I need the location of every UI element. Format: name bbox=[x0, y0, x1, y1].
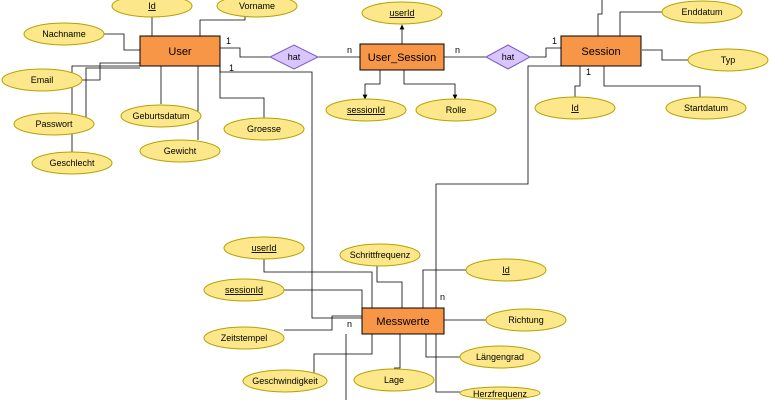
attr-user-email-label: Email bbox=[31, 75, 54, 85]
entity-user-session-label: User_Session bbox=[368, 52, 436, 64]
attr-mw-richtung-label: Richtung bbox=[508, 315, 544, 325]
edge-user-groesse bbox=[219, 66, 265, 118]
attr-session-enddatum[interactable]: Enddatum bbox=[661, 0, 743, 24]
cardinality-us-hat-left: n bbox=[347, 45, 352, 55]
cardinality-session-hat: 1 bbox=[552, 36, 557, 46]
entity-session-label: Session bbox=[581, 46, 620, 58]
cardinality-user-hat: 1 bbox=[226, 36, 231, 46]
attr-mw-userid-label: userId bbox=[251, 243, 276, 253]
edge-mw-userid bbox=[263, 258, 373, 308]
attr-us-rolle-label: Rolle bbox=[446, 105, 467, 115]
attr-mw-id-label: Id bbox=[502, 265, 510, 275]
attr-mw-sessionid[interactable]: sessionId bbox=[203, 278, 285, 302]
edge-session-messwerte bbox=[435, 65, 563, 308]
attr-user-id-label: Id bbox=[148, 1, 156, 11]
attr-user-nachname[interactable]: Nachname bbox=[23, 22, 105, 46]
attr-user-gewicht-label: Gewicht bbox=[164, 146, 197, 156]
attr-session-startdatum-label: Startdatum bbox=[684, 103, 728, 113]
attr-user-vorname[interactable]: Vorname bbox=[216, 0, 298, 18]
edge-us-rolle bbox=[403, 70, 458, 100]
relationship-hat-left[interactable]: hat bbox=[268, 44, 320, 70]
attr-user-geburtsdatum-label: Geburtsdatum bbox=[132, 111, 189, 121]
attr-mw-richtung[interactable]: Richtung bbox=[485, 308, 567, 332]
cardinality-us-hat-right: n bbox=[455, 45, 460, 55]
cardinality-labels: 1 n n 1 1 1 n n bbox=[226, 36, 591, 329]
attr-mw-lage-label: Lage bbox=[384, 375, 404, 385]
edge-user-email bbox=[80, 62, 140, 81]
attr-user-passwort-label: Passwort bbox=[35, 119, 73, 129]
edge-session-startdatum bbox=[603, 66, 701, 98]
entity-messwerte[interactable]: Messwerte bbox=[361, 307, 445, 335]
attr-us-sessionid-label: sessionId bbox=[347, 105, 385, 115]
entity-messwerte-label: Messwerte bbox=[376, 316, 429, 328]
attr-user-groesse-label: Groesse bbox=[247, 124, 281, 134]
attr-user-geschlecht-label: Geschlecht bbox=[49, 158, 95, 168]
edge-mw-herzfrequenz bbox=[435, 334, 460, 393]
attr-user-gewicht[interactable]: Gewicht bbox=[139, 139, 221, 163]
attr-user-vorname-label: Vorname bbox=[239, 1, 275, 11]
attr-us-userid[interactable]: userId bbox=[361, 1, 443, 25]
attr-user-passwort[interactable]: Passwort bbox=[13, 112, 95, 136]
cardinality-messwerte-session: n bbox=[440, 292, 445, 302]
edge-user-messwerte bbox=[219, 66, 362, 319]
attr-mw-zeitstempel[interactable]: Zeitstempel bbox=[203, 326, 285, 350]
edge-user-hat bbox=[220, 47, 270, 58]
cardinality-user-messwerte: 1 bbox=[229, 63, 234, 73]
entity-user[interactable]: User bbox=[139, 35, 221, 67]
attr-mw-herzfrequenz[interactable]: Herzfrequenz bbox=[459, 386, 541, 400]
attr-session-enddatum-label: Enddatum bbox=[681, 7, 722, 17]
attr-user-geburtsdatum[interactable]: Geburtsdatum bbox=[120, 104, 202, 128]
relationship-hat-right[interactable]: hat bbox=[484, 44, 532, 70]
attr-mw-laengengrad[interactable]: Längengrad bbox=[459, 345, 541, 369]
attr-user-email[interactable]: Email bbox=[1, 68, 83, 92]
edge-mw-schrittfrequenz bbox=[376, 265, 403, 308]
attr-us-sessionid[interactable]: sessionId bbox=[325, 98, 407, 122]
attr-us-rolle[interactable]: Rolle bbox=[415, 98, 497, 122]
cardinality-session-messwerte: 1 bbox=[586, 67, 591, 77]
attr-session-id[interactable]: Id bbox=[534, 96, 616, 120]
edge-user-vorname bbox=[199, 14, 246, 36]
attr-session-typ[interactable]: Typ bbox=[687, 48, 769, 72]
attr-session-startdatum[interactable]: Startdatum bbox=[665, 96, 747, 120]
edge-mw-laengengrad bbox=[425, 334, 461, 358]
entity-session[interactable]: Session bbox=[560, 35, 642, 67]
edge-mw-lage bbox=[394, 334, 401, 369]
attr-user-geschlecht[interactable]: Geschlecht bbox=[31, 151, 113, 175]
attr-mw-herzfrequenz-label: Herzfrequenz bbox=[473, 389, 528, 399]
attr-mw-geschwindigkeit-label: Geschwindigkeit bbox=[252, 376, 318, 386]
edge-mw-id bbox=[422, 269, 466, 308]
entity-user-label: User bbox=[168, 46, 192, 58]
attr-session-typ-label: Typ bbox=[721, 55, 736, 65]
edge-session-id bbox=[574, 66, 581, 98]
attr-user-id[interactable]: Id bbox=[111, 0, 193, 18]
entity-user-session[interactable]: User_Session bbox=[359, 43, 445, 71]
attr-mw-geschwindigkeit[interactable]: Geschwindigkeit bbox=[242, 369, 328, 393]
edge-session-enddatum bbox=[619, 11, 662, 36]
relationship-hat-right-label: hat bbox=[502, 52, 515, 62]
edge-us-sessionid bbox=[362, 70, 381, 100]
edge-session-typ bbox=[642, 49, 688, 61]
edge-mw-zeitstempel bbox=[284, 315, 362, 331]
attr-mw-schrittfrequenz-label: Schrittfrequenz bbox=[350, 250, 411, 260]
edge-session-top bbox=[597, 0, 603, 36]
attr-mw-laengengrad-label: Längengrad bbox=[476, 352, 524, 362]
edge-mw-geschwindigkeit bbox=[313, 334, 373, 374]
attr-user-groesse[interactable]: Groesse bbox=[223, 117, 305, 141]
relationship-hat-left-label: hat bbox=[288, 52, 301, 62]
attr-session-id-label: Id bbox=[571, 103, 579, 113]
attr-mw-id[interactable]: Id bbox=[465, 258, 547, 282]
attr-mw-userid[interactable]: userId bbox=[223, 236, 305, 260]
attr-mw-schrittfrequenz[interactable]: Schrittfrequenz bbox=[339, 243, 421, 267]
attr-us-userid-label: userId bbox=[389, 8, 414, 18]
attr-mw-sessionid-label: sessionId bbox=[225, 285, 263, 295]
attr-mw-lage[interactable]: Lage bbox=[353, 368, 435, 392]
edge-hat-session bbox=[530, 47, 561, 58]
edge-user-nachname bbox=[96, 33, 140, 51]
attr-mw-zeitstempel-label: Zeitstempel bbox=[221, 333, 268, 343]
edge-mw-sessionid bbox=[284, 289, 363, 312]
attr-user-nachname-label: Nachname bbox=[42, 29, 86, 39]
cardinality-messwerte-user: n bbox=[347, 319, 352, 329]
